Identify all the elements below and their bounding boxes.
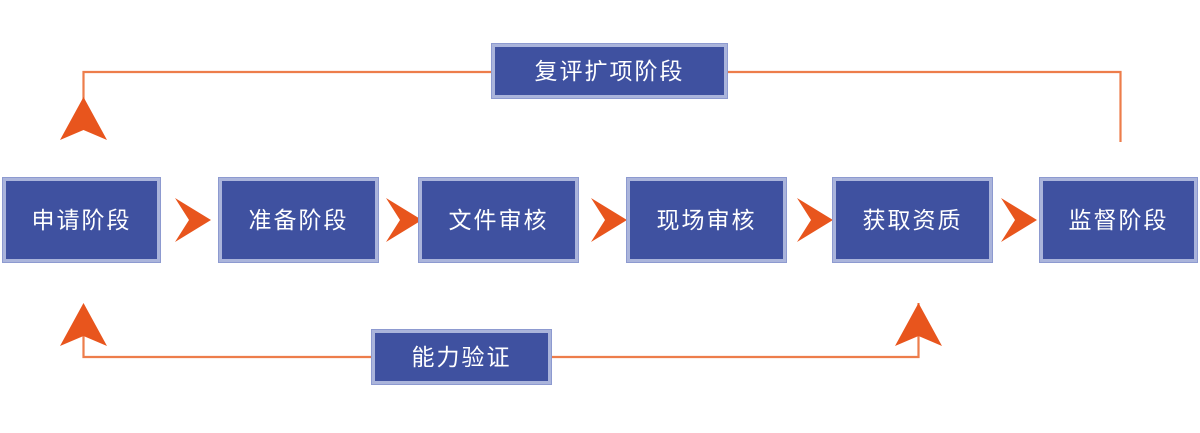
- chevron-right-icon: [591, 198, 627, 242]
- stage-box-onsite-review[interactable]: 现场审核: [626, 177, 787, 263]
- stage-box-obtain-qualification[interactable]: 获取资质: [832, 177, 993, 263]
- feedback-label: 能力验证: [411, 343, 512, 370]
- top-loop-right-segment: [727, 70, 1122, 142]
- stage-label: 监督阶段: [1068, 206, 1169, 233]
- stage-label: 现场审核: [656, 206, 757, 233]
- stage-label: 获取资质: [862, 206, 963, 233]
- top-loop-left-segment: [82, 70, 492, 128]
- bottom-loop-left-segment: [82, 316, 372, 359]
- bottom-loop-arrowhead-up-right-icon: [895, 303, 942, 346]
- top-loop-arrowhead-down-icon: [60, 97, 107, 140]
- stage-box-supervision[interactable]: 监督阶段: [1039, 177, 1198, 263]
- stage-box-apply[interactable]: 申请阶段: [2, 177, 161, 263]
- bottom-loop-arrowhead-up-left-icon: [60, 303, 107, 346]
- stage-box-document-review[interactable]: 文件审核: [418, 177, 579, 263]
- chevron-right-icon: [797, 198, 833, 242]
- chevron-right-icon: [1001, 198, 1037, 242]
- feedback-label: 复评扩项阶段: [534, 57, 685, 84]
- chevron-right-icon: [386, 198, 422, 242]
- stage-label: 文件审核: [448, 206, 549, 233]
- stage-box-prepare[interactable]: 准备阶段: [218, 177, 379, 263]
- feedback-box-competence-verification[interactable]: 能力验证: [371, 329, 552, 385]
- bottom-loop-right-segment: [551, 303, 920, 359]
- chevron-right-icon: [175, 198, 211, 242]
- feedback-box-reassessment[interactable]: 复评扩项阶段: [491, 43, 728, 99]
- stage-label: 准备阶段: [248, 206, 349, 233]
- stage-label: 申请阶段: [31, 206, 132, 233]
